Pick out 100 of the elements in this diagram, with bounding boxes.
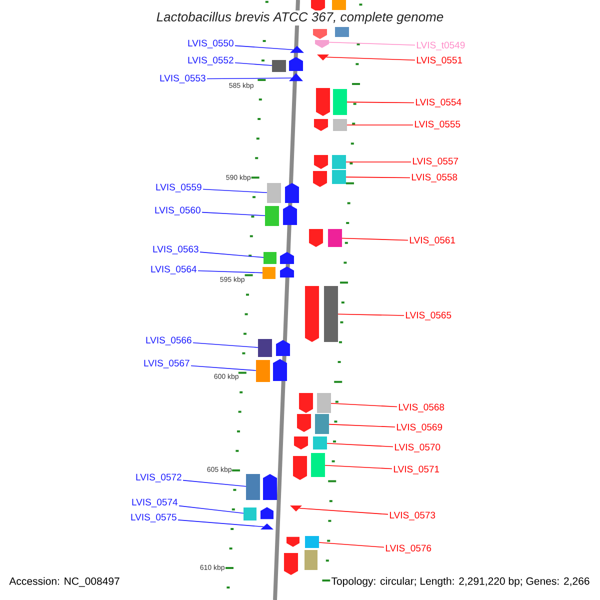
- gene-block: [260, 507, 274, 520]
- gene-box: [246, 474, 260, 500]
- gene-box: [328, 229, 342, 247]
- gene-block: [280, 252, 294, 264]
- gene-box: [264, 252, 276, 264]
- gene-block: [276, 340, 290, 356]
- gene-label: LVIS_0552: [188, 56, 234, 66]
- gene-block: [273, 358, 287, 381]
- gene-box: [311, 453, 325, 477]
- gene-block: [297, 414, 311, 432]
- gene-block: [314, 119, 328, 132]
- gene-box: [332, 0, 346, 10]
- gene-box: [244, 508, 256, 520]
- leader-line: [234, 45, 294, 50]
- leader-line: [328, 424, 396, 428]
- gene-label: LVIS_0570: [395, 444, 440, 452]
- gene-block: [314, 155, 328, 170]
- leader-line: [198, 270, 263, 274]
- gene-box: [335, 27, 349, 37]
- gene-marker: [290, 46, 304, 53]
- gene-box: [262, 267, 276, 279]
- gene-box: [324, 286, 338, 342]
- gene-block: [313, 171, 327, 188]
- leader-line: [346, 176, 410, 178]
- gene-block: [313, 29, 327, 40]
- gene-label: LVIS_0558: [412, 174, 458, 182]
- leader-line: [326, 56, 416, 61]
- gene-label: LVIS_0560: [155, 206, 200, 216]
- gene-box: [333, 119, 347, 131]
- gene-block: [289, 56, 303, 71]
- gene-marker: [260, 524, 274, 530]
- gene-marker: [290, 506, 302, 512]
- leader-line: [234, 62, 272, 66]
- gene-label: LVIS_0559: [156, 184, 202, 192]
- leader-line: [178, 505, 244, 514]
- leader-line: [318, 542, 384, 548]
- gene-box: [272, 60, 286, 72]
- gene-block: [293, 456, 307, 480]
- gene-marker: [289, 73, 303, 82]
- topology-text: Topology: circular; Length: 2,291,220 bp; Genes: 2,266: [330, 576, 591, 588]
- leader-line: [178, 520, 264, 528]
- gene-block: [284, 553, 298, 576]
- gene-label: LVIS_0567: [144, 360, 190, 368]
- leader-line: [338, 314, 404, 316]
- gene-box: [315, 414, 329, 434]
- leader-line: [330, 402, 398, 408]
- gene-box: [256, 360, 270, 382]
- leader-line: [328, 42, 416, 46]
- gene-label: LVIS_t0549: [417, 42, 465, 50]
- gene-label: LVIS_0561: [410, 236, 456, 246]
- gene-label: LVIS_0564: [151, 266, 197, 274]
- leader-line: [182, 480, 246, 487]
- gene-label: LVIS_0573: [390, 512, 436, 520]
- gene-label: LVIS_0555: [415, 120, 460, 130]
- gene-block: [309, 229, 323, 248]
- gene-label: LVIS_0563: [153, 246, 198, 254]
- leader-line: [202, 188, 268, 194]
- gene-label: LVIS_0569: [397, 424, 442, 432]
- gene-block: [299, 393, 313, 414]
- gene-box: [332, 155, 346, 169]
- gene-label: LVIS_0566: [146, 336, 192, 346]
- title: Lactobacillus brevis ATCC 367, complete genome: [154, 10, 446, 26]
- gene-label: LVIS_0565: [406, 312, 452, 320]
- gene-label: LVIS_0568: [399, 404, 444, 412]
- gene-label: LVIS_0553: [160, 74, 206, 84]
- leader-line: [342, 238, 408, 241]
- gene-label: LVIS_0572: [136, 474, 182, 482]
- gene-label: LVIS_0576: [386, 544, 432, 554]
- gene-block: [316, 88, 330, 116]
- accession-text: Accession: NC_008497: [8, 576, 121, 588]
- gene-block: [305, 286, 319, 342]
- gene-box: [332, 170, 346, 184]
- gene-label: LVIS_0551: [417, 56, 462, 66]
- leader-line: [346, 102, 414, 104]
- leader-line: [200, 252, 264, 258]
- gene-label: LVIS_0550: [188, 40, 234, 48]
- gene-block: [315, 40, 329, 48]
- gene-label: LVIS_0554: [416, 98, 462, 108]
- gene-block: [311, 0, 325, 12]
- gene-box: [305, 536, 319, 548]
- leader-line: [324, 464, 392, 470]
- gene-box: [265, 206, 279, 226]
- gene-block: [280, 266, 294, 278]
- gene-box: [258, 339, 272, 357]
- leader-line: [346, 124, 414, 126]
- gene-block: [294, 436, 308, 450]
- gene-block: [263, 474, 277, 500]
- gene-box: [333, 89, 347, 115]
- gene-box: [313, 436, 327, 450]
- leader-line: [206, 78, 292, 80]
- gene-box: [304, 550, 318, 570]
- gene-label: LVIS_0574: [132, 498, 178, 508]
- leader-line: [190, 365, 256, 371]
- gene-label: LVIS_0557: [413, 158, 458, 166]
- gene-block: [283, 204, 297, 225]
- leader-line: [202, 212, 266, 216]
- gene-block: [286, 536, 300, 547]
- leader-line: [326, 442, 394, 448]
- gene-marker: [317, 54, 329, 61]
- gene-box: [317, 393, 331, 413]
